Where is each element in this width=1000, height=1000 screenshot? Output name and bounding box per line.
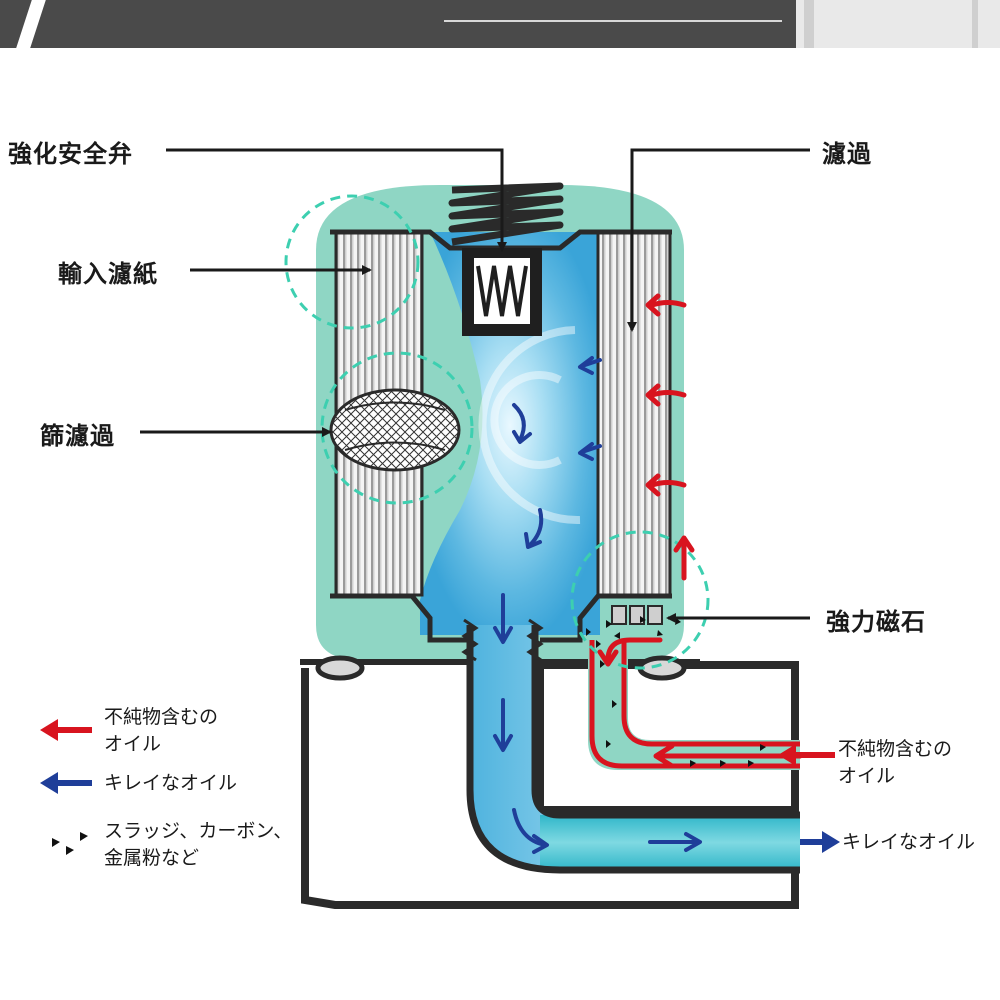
legend-contaminants-line1: スラッジ、カーボン、 — [104, 820, 293, 842]
sieve-mesh — [329, 388, 461, 472]
legend-dirty-oil-arrow — [40, 719, 92, 741]
label-relief-valve: 強化安全弁 — [8, 140, 133, 168]
clean-oil-pipe — [461, 618, 800, 874]
flow-label-dirty-oil-line2: オイル — [838, 765, 896, 787]
legend-clean-oil: キレイなオイル — [104, 772, 238, 794]
label-filtration: 濾過 — [822, 140, 872, 168]
dirty-oil-arrows — [597, 293, 803, 769]
legend-contaminant-icon — [52, 832, 88, 855]
leader-lines — [140, 148, 810, 623]
label-inlet-filter-paper: 輸入濾紙 — [58, 260, 158, 288]
legend-dirty-oil-line1: 不純物含むの — [104, 706, 219, 728]
legend-clean-oil-arrow — [40, 772, 92, 794]
flow-label-dirty-oil-in: 不純物含むの オイル — [838, 736, 952, 790]
label-strong-magnet: 強力磁石 — [826, 608, 926, 636]
legend-contaminants: スラッジ、カーボン、 金属粉など — [104, 818, 292, 872]
banner-rule — [444, 20, 782, 22]
detail-highlight-circles — [284, 194, 710, 670]
swirl-rings — [478, 326, 581, 525]
legend-dirty-oil-line2: オイル — [104, 733, 162, 755]
flow-label-clean-oil-out: キレイなオイル — [842, 831, 976, 853]
label-sieve-filtration: 篩濾過 — [40, 422, 115, 450]
top-banner — [0, 0, 1000, 48]
magnet-blocks — [611, 605, 663, 625]
legend-contaminants-line2: 金属粉など — [104, 847, 200, 869]
banner-panel — [796, 0, 1000, 48]
right-filter-element — [596, 231, 672, 597]
flow-label-dirty-oil-line1: 不純物含むの — [838, 738, 953, 760]
bottom-plate — [330, 593, 672, 643]
dirty-oil-inlet-arrow — [778, 744, 835, 766]
clean-oil-outlet-arrow — [800, 831, 840, 853]
clean-oil-arrows — [493, 356, 702, 854]
oil-chamber — [420, 232, 600, 635]
legend-dirty-oil: 不純物含むの オイル — [104, 704, 218, 758]
contaminant-particles — [586, 616, 766, 767]
relief-spring — [448, 182, 564, 246]
